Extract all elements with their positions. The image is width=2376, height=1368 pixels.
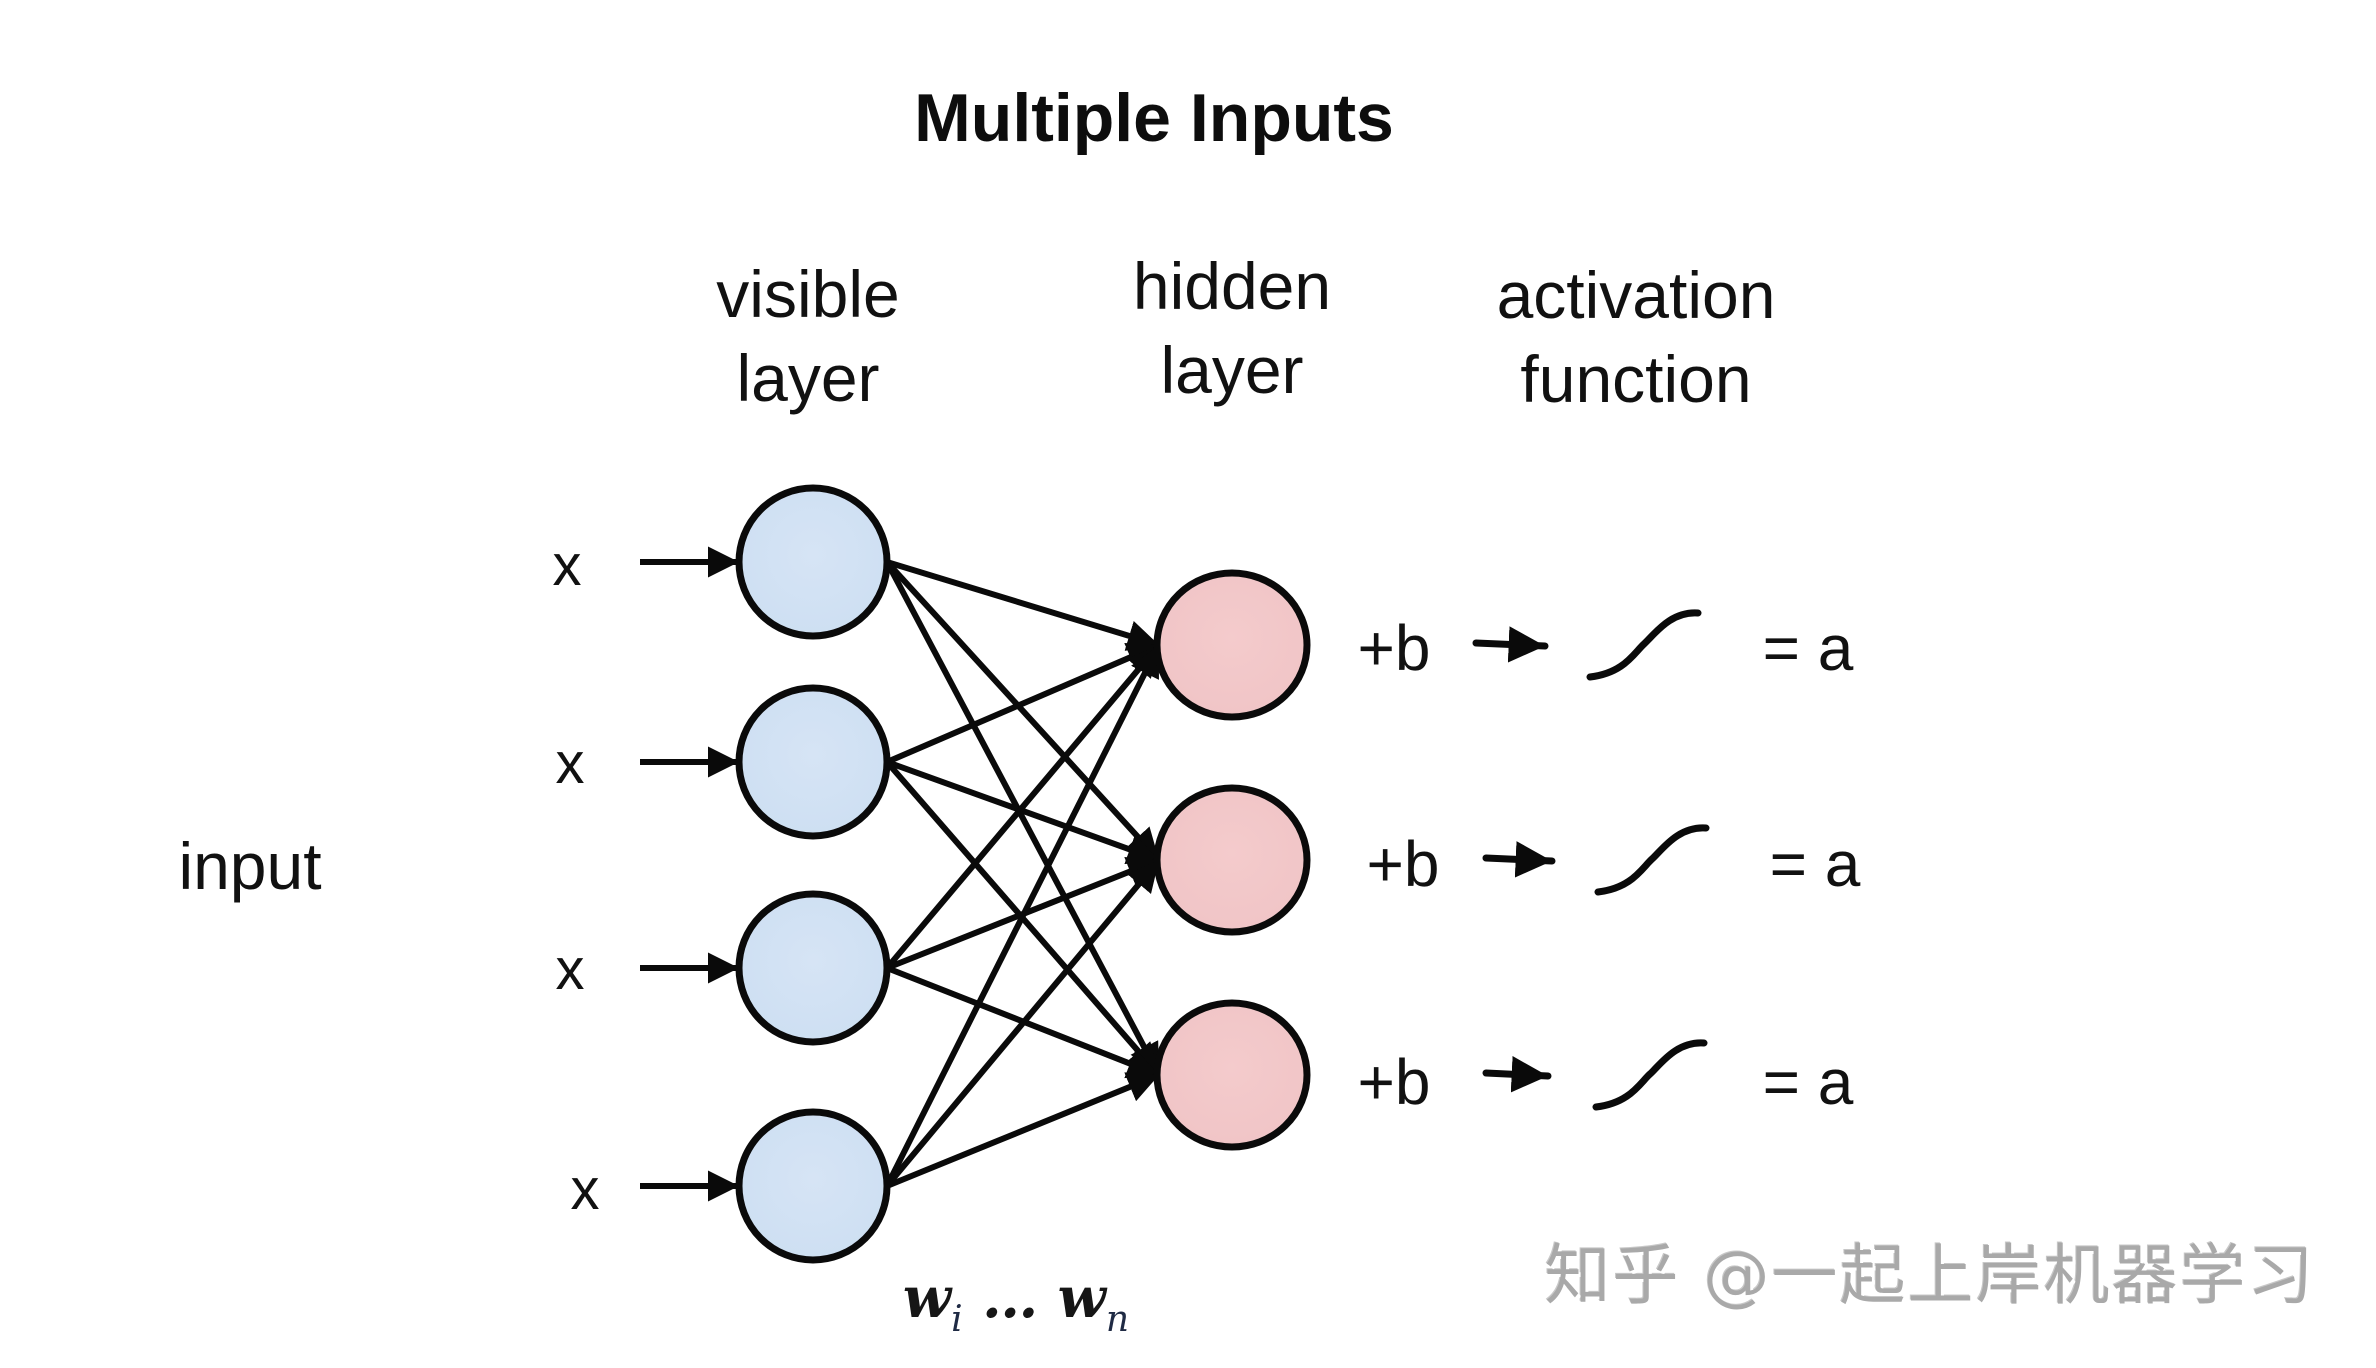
sigmoid-curve-icon [1586, 609, 1702, 681]
weight-ellipsis: … [962, 1265, 1058, 1331]
weight-subscript-start: i [951, 1299, 963, 1340]
weight-edge [884, 560, 1162, 1077]
input-arrows [640, 546, 739, 1202]
hidden-layer-nodes [1153, 569, 1311, 1151]
activation-function-heading: activation function [1497, 253, 1776, 421]
weight-symbol-start: w [902, 1265, 952, 1331]
weight-symbol-end: w [1057, 1265, 1106, 1331]
hidden-node [1153, 999, 1311, 1151]
watermark: 知乎 @一起上岸机器学习 [1544, 1237, 2316, 1314]
bias-label: +b [1357, 1046, 1431, 1118]
visible-node [735, 684, 891, 840]
visible-node [735, 484, 891, 640]
weight-edges [884, 559, 1162, 1189]
activation-heading-line2: function [1520, 342, 1752, 416]
hidden-layer-heading: hidden layer [1133, 244, 1331, 412]
visible-layer-heading: visible layer [716, 252, 899, 420]
activation-curves [1586, 609, 1710, 1111]
input-x-label: x [555, 731, 585, 796]
hidden-node [1153, 784, 1311, 936]
input-x-label: x [552, 533, 582, 598]
weight-edge [885, 1072, 1161, 1189]
weights-label: wi … wn [903, 1270, 1129, 1338]
output-label: = a [1762, 612, 1854, 684]
hidden-layer-heading-line1: hidden [1132, 249, 1332, 323]
visible-layer-heading-line2: layer [736, 341, 880, 415]
bias-arrow-icon [1482, 1056, 1552, 1093]
weight-edge [884, 559, 1162, 863]
sigmoid-curve-icon [1594, 824, 1710, 896]
input-x-label: x [570, 1157, 600, 1222]
weight-edge [886, 559, 1160, 651]
visible-layer-heading-line1: visible [716, 257, 900, 331]
visible-node [735, 1108, 891, 1264]
output-label: = a [1762, 1046, 1854, 1118]
weight-subscript-end: n [1105, 1299, 1130, 1340]
bias-label: +b [1357, 612, 1431, 684]
visible-node [735, 890, 891, 1046]
output-label: = a [1769, 828, 1861, 900]
input-label: input [178, 829, 322, 903]
weight-edge [884, 858, 1162, 1188]
bias-label: +b [1366, 828, 1440, 900]
hidden-node [1153, 569, 1311, 721]
activation-heading-line1: activation [1496, 258, 1776, 332]
bias-arrows [1472, 626, 1556, 1093]
bias-arrow-icon [1472, 626, 1549, 663]
weight-edge [885, 642, 1161, 765]
bias-arrow-icon [1482, 841, 1556, 878]
weight-edge [884, 643, 1162, 970]
input-x-label: x [555, 937, 585, 1002]
hidden-layer-heading-line2: layer [1160, 333, 1304, 407]
visible-layer-nodes [735, 484, 891, 1264]
diagram-title: Multiple Inputs [914, 80, 1394, 156]
sigmoid-curve-icon [1592, 1039, 1708, 1111]
weight-edge [884, 643, 1162, 1188]
